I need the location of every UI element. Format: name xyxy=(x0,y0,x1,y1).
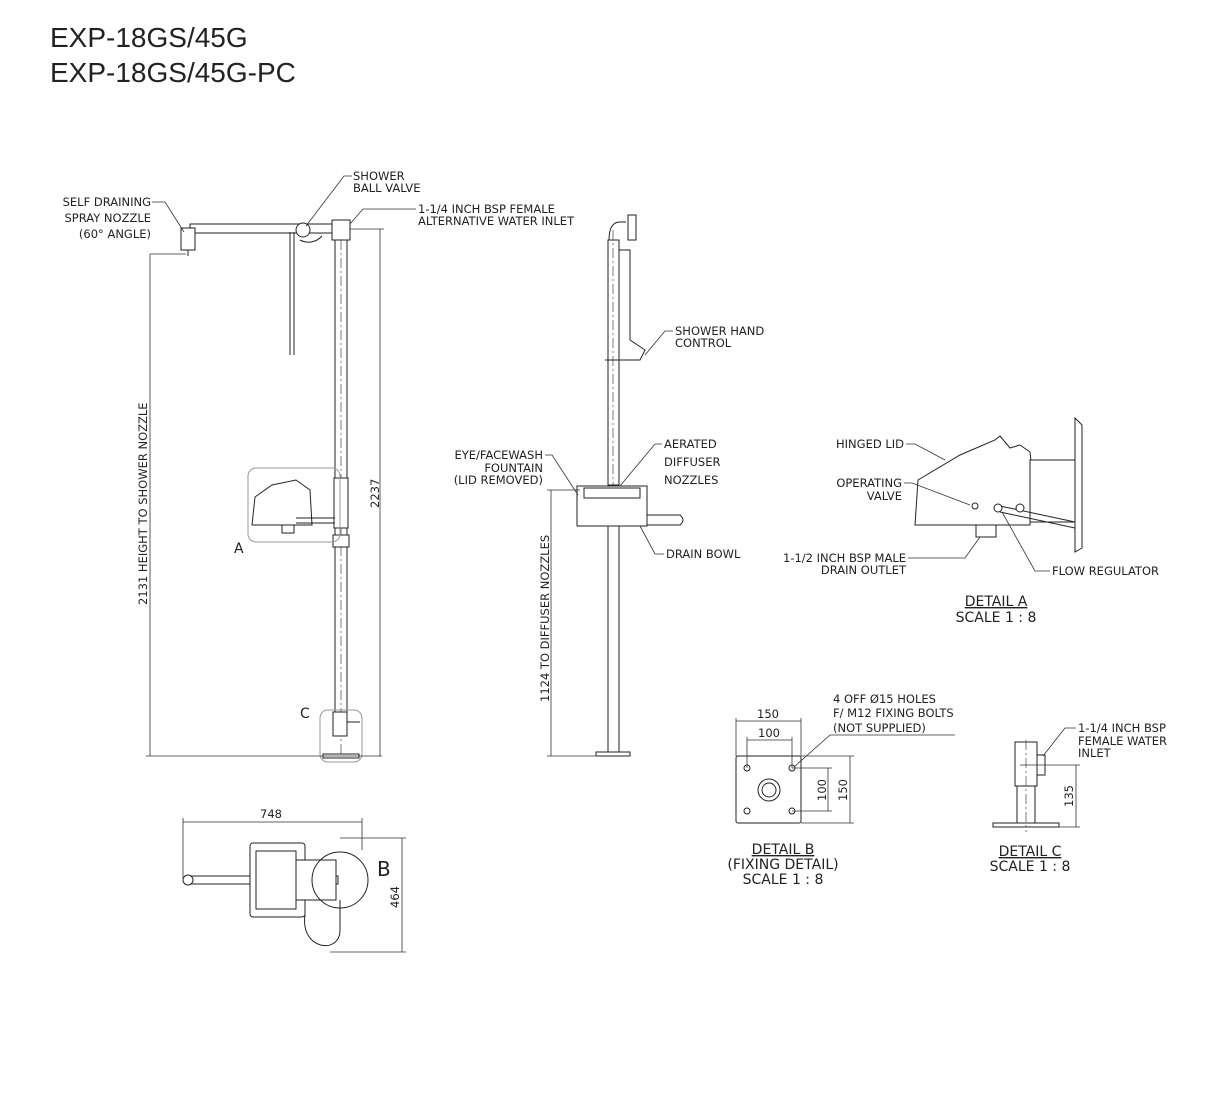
valve-label-2: BALL VALVE xyxy=(353,181,421,195)
shower-height-dimension: 2131 HEIGHT TO SHOWER NOZZLE xyxy=(136,402,150,605)
hinged-lid-drawing xyxy=(914,435,1033,526)
hand-control-label-1: SHOWER HAND xyxy=(675,324,764,338)
inlet-height-dimension: 135 xyxy=(1062,785,1076,807)
detail-b-scale: SCALE 1 : 8 xyxy=(743,872,824,888)
eyewash-bowl xyxy=(251,479,313,526)
inlet-label-1: 1-1/4 INCH BSP FEMALE xyxy=(418,202,555,216)
drain-outlet-label-1: 1-1/2 INCH BSP MALE xyxy=(783,551,906,565)
side-view: 1124 TO DIFFUSER NOZZLES SHOWER HAND CON… xyxy=(454,214,764,757)
nozzle-label-1: SELF DRAINING xyxy=(63,195,151,209)
diffuser-label-1: AERATED xyxy=(664,437,717,451)
operating-valve-label-2: VALVE xyxy=(867,489,902,503)
inner-height-dimension: 100 xyxy=(815,779,829,801)
eyewash-label-2: FOUNTAIN xyxy=(484,461,543,475)
title-line-2: EXP-18GS/45G-PC xyxy=(50,57,296,88)
detail-c-marker: C xyxy=(300,706,310,722)
inner-width-dimension: 100 xyxy=(758,726,780,740)
valve-label-1: SHOWER xyxy=(353,169,405,183)
detail-c-title: DETAIL C xyxy=(999,844,1062,860)
flow-regulator-label: FLOW REGULATOR xyxy=(1052,564,1159,578)
eyewash-label-1: EYE/FACEWASH xyxy=(454,448,543,462)
detail-c-callout-box xyxy=(319,709,363,763)
detail-c: 135 1-1/4 INCH BSP FEMALE WATER INLET DE… xyxy=(990,721,1167,875)
nozzle-label-3: (60° ANGLE) xyxy=(79,227,151,241)
holes-label-1: 4 OFF Ø15 HOLES xyxy=(833,692,936,706)
holes-label-2: F/ M12 FIXING BOLTS xyxy=(833,706,954,720)
detail-b: 150 100 100 150 4 OFF Ø15 HOLES F/ M12 F… xyxy=(727,692,955,888)
inlet-label-2: FEMALE WATER xyxy=(1078,734,1167,748)
detail-a: HINGED LID OPERATING VALVE 1-1/2 INCH BS… xyxy=(783,416,1159,626)
width-dimension: 748 xyxy=(260,807,282,821)
inlet-label-2: ALTERNATIVE WATER INLET xyxy=(418,214,575,228)
detail-a-title: DETAIL A xyxy=(965,594,1028,610)
side-vertical-pipe xyxy=(607,239,620,486)
title-line-1: EXP-18GS/45G xyxy=(50,22,248,53)
detail-a-callout-box xyxy=(247,467,341,543)
drain-bowl-label: DRAIN BOWL xyxy=(666,547,741,561)
hand-control-label-2: CONTROL xyxy=(675,336,732,350)
detail-b-marker: B xyxy=(377,857,391,881)
diffuser-label-3: NOZZLES xyxy=(664,473,718,487)
operating-valve-label-1: OPERATING xyxy=(836,476,902,490)
front-view: A C 2131 HEIGHT TO SHOWER NOZZLE 2237 SE… xyxy=(63,169,575,763)
eyewash-label-3: (LID REMOVED) xyxy=(454,473,543,487)
inlet-label-3: INLET xyxy=(1078,746,1112,760)
depth-dimension: 464 xyxy=(388,886,402,908)
diffuser-label-2: DIFFUSER xyxy=(664,455,720,469)
nozzle-label-2: SPRAY NOZZLE xyxy=(65,211,152,225)
holes-label-3: (NOT SUPPLIED) xyxy=(833,721,926,735)
outer-height-dimension: 150 xyxy=(836,779,850,801)
detail-c-scale: SCALE 1 : 8 xyxy=(990,859,1071,875)
top-view: B 748 464 xyxy=(182,807,406,953)
ball-valve xyxy=(295,222,311,238)
detail-b-subtitle: (FIXING DETAIL) xyxy=(727,857,838,873)
outer-width-dimension: 150 xyxy=(757,707,779,721)
detail-a-marker: A xyxy=(234,541,244,557)
detail-b-title: DETAIL B xyxy=(752,842,815,858)
hinged-lid-label: HINGED LID xyxy=(836,437,904,451)
inlet-label-1: 1-1/4 INCH BSP xyxy=(1078,721,1166,735)
diffuser-height-dimension: 1124 TO DIFFUSER NOZZLES xyxy=(538,535,552,702)
shower-arm xyxy=(189,223,341,234)
overall-height-dimension: 2237 xyxy=(368,479,382,508)
drain-outlet-label-2: DRAIN OUTLET xyxy=(821,563,907,577)
detail-a-scale: SCALE 1 : 8 xyxy=(956,610,1037,626)
